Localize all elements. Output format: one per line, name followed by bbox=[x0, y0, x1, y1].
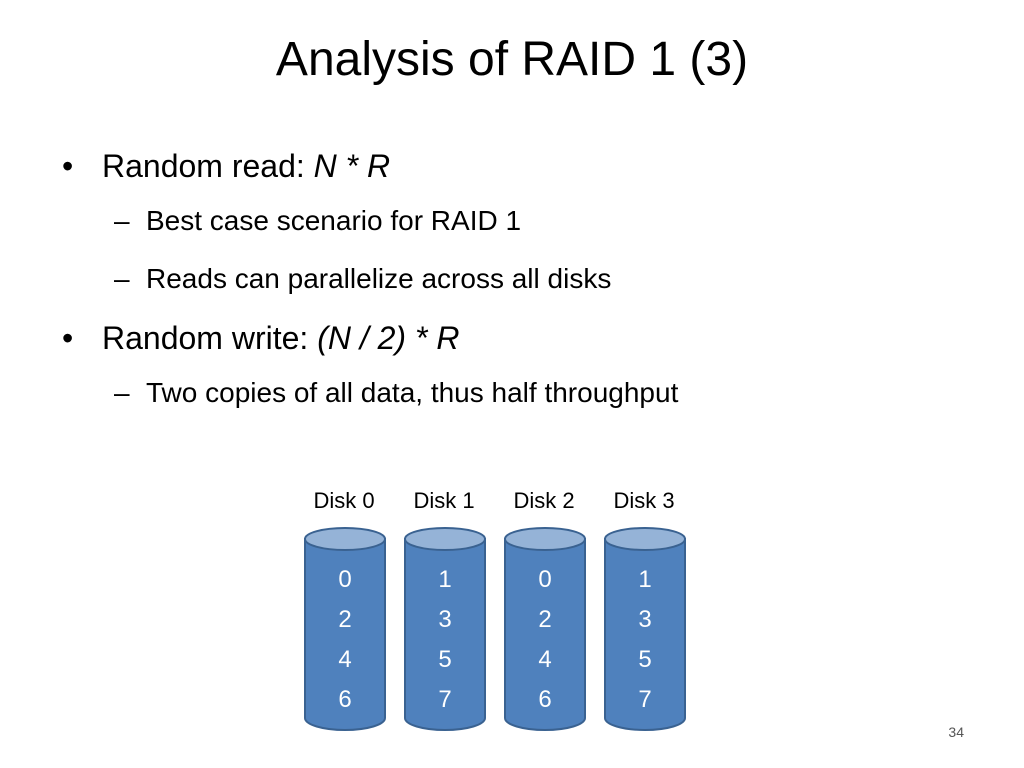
sub-bullet-text: Reads can parallelize across all disks bbox=[146, 263, 612, 294]
block-label: 4 bbox=[538, 646, 552, 673]
sub-bullet-item: – Best case scenario for RAID 1 bbox=[62, 192, 962, 250]
disk-label: Disk 2 bbox=[513, 488, 575, 513]
sub-bullet-text: Two copies of all data, thus half throug… bbox=[146, 377, 679, 408]
disk-label: Disk 3 bbox=[613, 488, 675, 513]
block-label: 7 bbox=[638, 686, 652, 713]
block-label: 5 bbox=[638, 646, 652, 673]
sub-bullet-item: – Reads can parallelize across all disks bbox=[62, 250, 962, 308]
bullet-item: • Random read: N * R bbox=[62, 140, 962, 192]
block-label: 4 bbox=[338, 646, 352, 673]
block-label: 6 bbox=[538, 686, 552, 713]
bullet-list: • Random read: N * R – Best case scenari… bbox=[62, 140, 962, 422]
block-label: 3 bbox=[438, 606, 452, 633]
disk-blocks: 1 3 5 7 bbox=[603, 560, 687, 720]
bullet-item: • Random write: (N / 2) * R bbox=[62, 312, 962, 364]
bullet-formula: N * R bbox=[313, 148, 391, 184]
disk-blocks: 0 2 4 6 bbox=[303, 560, 387, 720]
block-label: 0 bbox=[538, 566, 552, 593]
block-label: 7 bbox=[438, 686, 452, 713]
disk-cylinder bbox=[404, 527, 486, 731]
disk-blocks: 1 3 5 7 bbox=[403, 560, 487, 720]
disk-cylinder bbox=[604, 527, 686, 731]
page-number: 34 bbox=[948, 724, 964, 740]
block-label: 0 bbox=[338, 566, 352, 593]
block-label: 1 bbox=[438, 566, 452, 593]
block-label: 2 bbox=[538, 606, 552, 633]
disk-cylinder bbox=[504, 527, 586, 731]
disk-label: Disk 0 bbox=[313, 488, 375, 513]
disk-blocks: 0 2 4 6 bbox=[503, 560, 587, 720]
bullet-text: Random read: bbox=[102, 148, 314, 184]
sub-bullet-text: Best case scenario for RAID 1 bbox=[146, 205, 522, 236]
sub-bullet-item: – Two copies of all data, thus half thro… bbox=[62, 364, 962, 422]
bullet-dot: • bbox=[62, 148, 74, 184]
block-label: 5 bbox=[438, 646, 452, 673]
dash: – bbox=[114, 263, 130, 294]
block-label: 1 bbox=[638, 566, 652, 593]
bullet-dot: • bbox=[62, 320, 74, 356]
disk-cylinder bbox=[304, 527, 386, 731]
block-label: 6 bbox=[338, 686, 352, 713]
block-label: 3 bbox=[638, 606, 652, 633]
block-label: 2 bbox=[338, 606, 352, 633]
disk-label: Disk 1 bbox=[413, 488, 475, 513]
dash: – bbox=[114, 205, 130, 236]
bullet-text: Random write: bbox=[102, 320, 318, 356]
dash: – bbox=[114, 377, 130, 408]
slide-title: Analysis of RAID 1 (3) bbox=[275, 33, 749, 86]
bullet-formula: (N / 2) * R bbox=[317, 320, 460, 356]
